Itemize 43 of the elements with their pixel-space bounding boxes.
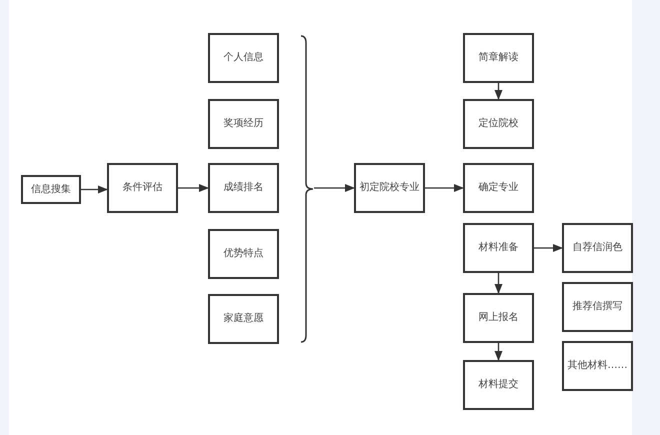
process-box [208, 99, 279, 149]
arrow [494, 273, 502, 294]
box-label: 推荐信撰写 [572, 301, 622, 313]
process-box [208, 229, 279, 279]
box-label: 成绩排名 [224, 182, 264, 194]
box-label: 定位院校 [478, 118, 518, 130]
process-box [21, 175, 81, 204]
arrow [494, 343, 502, 361]
process-box [208, 33, 279, 83]
process-box [463, 99, 534, 149]
process-box [463, 293, 534, 343]
process-box [463, 163, 534, 213]
box-label: 其他材料…… [568, 360, 628, 372]
box-label: 材料准备 [478, 242, 518, 254]
box-label: 信息搜集 [31, 184, 71, 196]
arrow [425, 184, 464, 192]
box-label: 材料提交 [478, 379, 518, 391]
box-label: 奖项经历 [224, 118, 264, 130]
arrow [314, 184, 355, 192]
box-label: 家庭意愿 [224, 313, 264, 325]
process-box [562, 282, 633, 332]
box-label: 条件评估 [122, 182, 162, 194]
process-box [107, 163, 178, 213]
process-box [463, 223, 534, 273]
arrow [534, 244, 563, 252]
arrow [494, 83, 502, 100]
curly-brace [300, 35, 314, 343]
box-label: 简章解读 [478, 52, 518, 64]
process-box [463, 33, 534, 83]
process-box [208, 163, 279, 213]
arrow [178, 184, 209, 192]
process-box [562, 341, 633, 391]
box-label: 自荐信润色 [572, 242, 622, 254]
box-label: 初定院校专业 [360, 182, 420, 194]
box-label: 优势特点 [224, 248, 264, 260]
process-box [562, 223, 633, 273]
box-label: 网上报名 [478, 312, 518, 324]
process-box [208, 294, 279, 344]
process-box [354, 163, 425, 213]
box-label: 确定专业 [478, 182, 518, 194]
box-label: 个人信息 [224, 52, 264, 64]
process-box [463, 360, 534, 410]
arrow [81, 186, 108, 194]
